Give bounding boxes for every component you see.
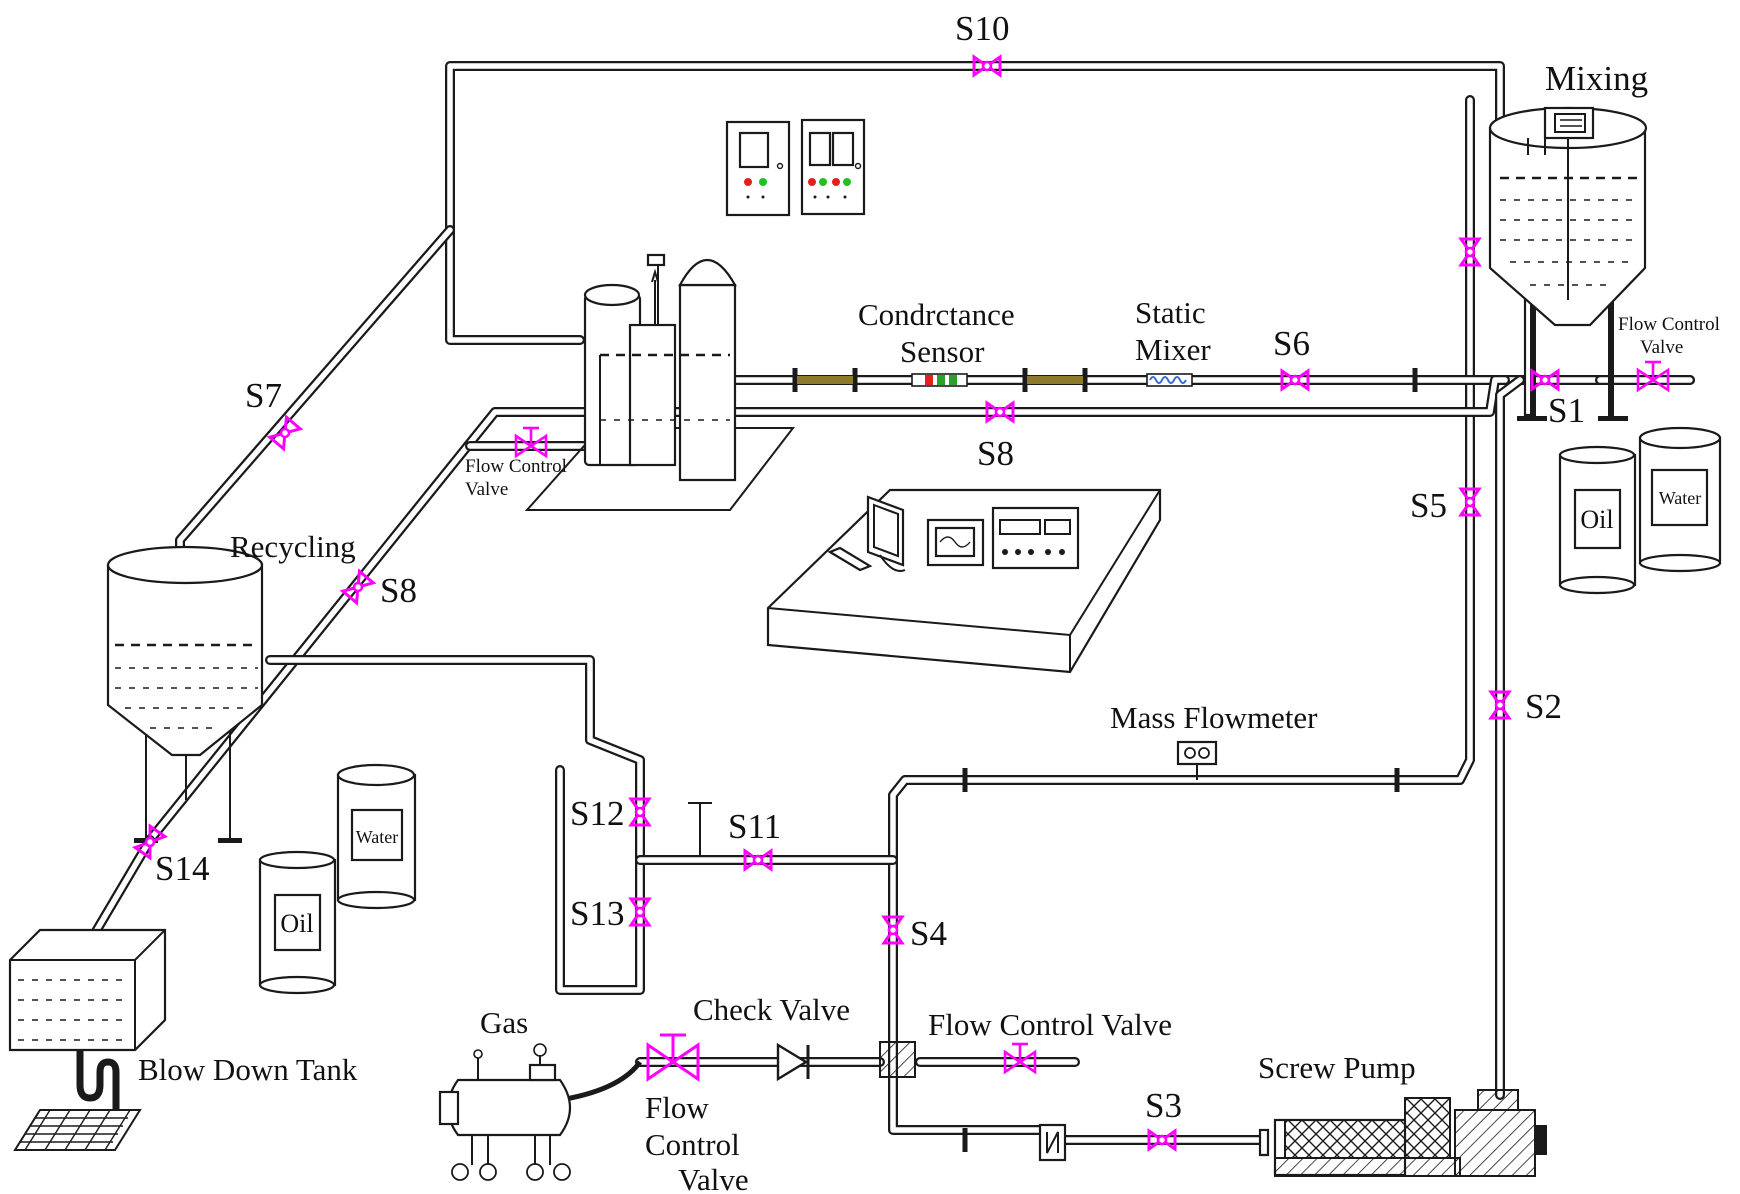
control-panel-1 [725,120,791,217]
valve-tag-s11: S11 [728,807,781,846]
gas-valve-label-1: Flow [645,1090,709,1125]
gas-cylinder [438,1043,643,1181]
valve-tag-s1: S1 [1548,391,1585,430]
control-panel-2 [800,118,866,216]
flow-control-valve-right[interactable] [1636,360,1670,393]
valve-tag-s7: S7 [245,376,282,415]
flow-control-valve-separator[interactable] [514,426,548,459]
data-acquisition-table [766,488,1162,674]
screw-pump [1258,1089,1547,1177]
check-valve [776,1042,810,1082]
static-mixer [1146,373,1193,387]
valve-tag-s13: S13 [570,894,624,933]
valve-tag-s10: S10 [955,9,1009,48]
water-drum-left: Water [336,763,417,910]
screw-pump-label: Screw Pump [1258,1050,1416,1085]
gas-valve-label-2: Control [645,1127,740,1162]
valve-tag-s5: S5 [1410,486,1447,525]
mass-flowmeter-label: Mass Flowmeter [1110,700,1318,735]
valve-tag-s8-left: S8 [380,571,417,610]
conductance-sensor-label-1: Condrctance [858,297,1015,332]
gas-flow-control-valve [646,1033,700,1082]
valve-tag-s14: S14 [155,849,209,888]
oil-drum-right: Oil [1558,445,1637,595]
drum-water-label: Water [356,827,399,847]
mixing-chamber [879,1041,916,1078]
mass-flowmeter [1176,740,1218,780]
drum-oil-label: Oil [280,909,313,938]
valve-tag-s4: S4 [910,914,947,953]
blow-down-tank-label: Blow Down Tank [138,1052,358,1087]
gas-tap [688,802,712,855]
flow-control-valve-inline-label: Flow Control Valve [928,1007,1172,1042]
oil-drum-left: Oil [258,850,337,995]
conductance-sensor [911,373,968,387]
mixing-tank [1488,106,1648,421]
mixing-label: Mixing [1545,59,1648,98]
valve-tag-s12: S12 [570,794,624,833]
conductance-sensor-label-2: Sensor [900,334,985,369]
flow-control-valve-sep-label-1: Flow Control [465,456,567,477]
valve-tag-s6: S6 [1273,324,1310,363]
valve-tag-s2: S2 [1525,687,1562,726]
labels: Mixing Recycling Blow Down Tank Condrcta… [138,9,1720,1194]
flow-control-valve-sep-label-2: Valve [465,479,508,500]
static-mixer-label-2: Mixer [1135,332,1211,367]
valve-tag-s3: S3 [1145,1086,1182,1125]
static-mixer-label-1: Static [1135,295,1206,330]
pipe-couplings [792,368,1418,1152]
flow-control-valve-right-label-1: Flow Control [1618,314,1720,335]
drum-water-label: Water [1659,488,1702,508]
gas-valve-label-3: Valve [678,1162,749,1194]
gas-label: Gas [480,1005,528,1040]
flow-control-valve-inline[interactable] [1003,1042,1037,1075]
drum-oil-label: Oil [1580,505,1613,534]
water-drum-right: Water [1638,426,1722,573]
blow-down-tank [8,928,167,1151]
pipe-section-1 [797,376,853,384]
check-valve-label: Check Valve [693,992,850,1027]
valve-tag-s8-top: S8 [977,434,1014,473]
pipe-section-2 [1027,376,1083,384]
sight-box [1038,1123,1067,1162]
separator-unit [524,253,796,511]
recycling-tank [106,545,264,843]
flow-control-valve-right-label-2: Valve [1640,337,1683,358]
recycling-label: Recycling [230,529,356,564]
